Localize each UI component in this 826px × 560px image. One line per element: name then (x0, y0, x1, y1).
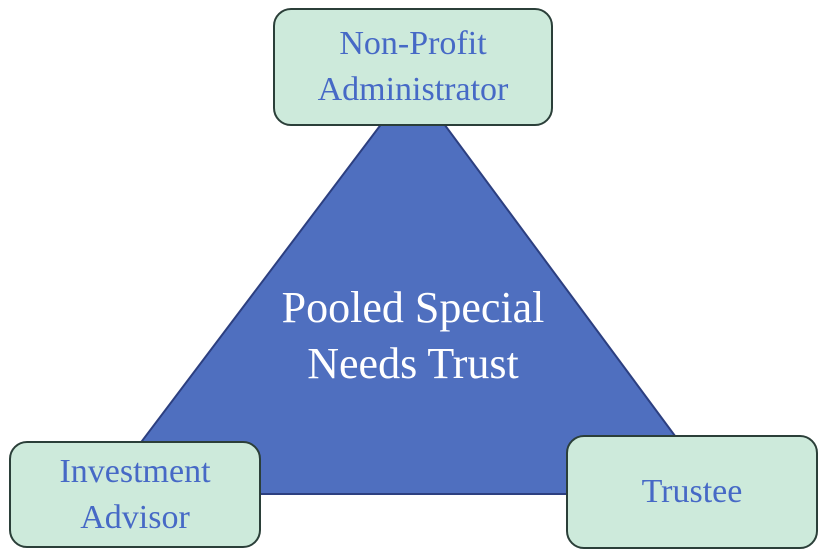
node-label-line-1: Non-Profit (339, 25, 487, 62)
pooled-trust-triangle (99, 80, 720, 495)
node-label-line-2: Advisor (80, 498, 190, 536)
node-investment-advisor: Investment Advisor (9, 441, 261, 548)
node-non-profit-administrator: Non-Profit Administrator (273, 8, 553, 126)
center-label-line-1: Pooled Special (281, 283, 545, 332)
node-trustee: Trustee (566, 435, 818, 549)
center-label-line-2: Needs Trust (307, 339, 519, 388)
node-label-line-1: Trustee (641, 473, 743, 510)
node-label-line-2: Administrator (317, 71, 509, 108)
node-label-line-1: Investment (59, 452, 211, 490)
center-label: Pooled Special Needs Trust (213, 280, 613, 392)
